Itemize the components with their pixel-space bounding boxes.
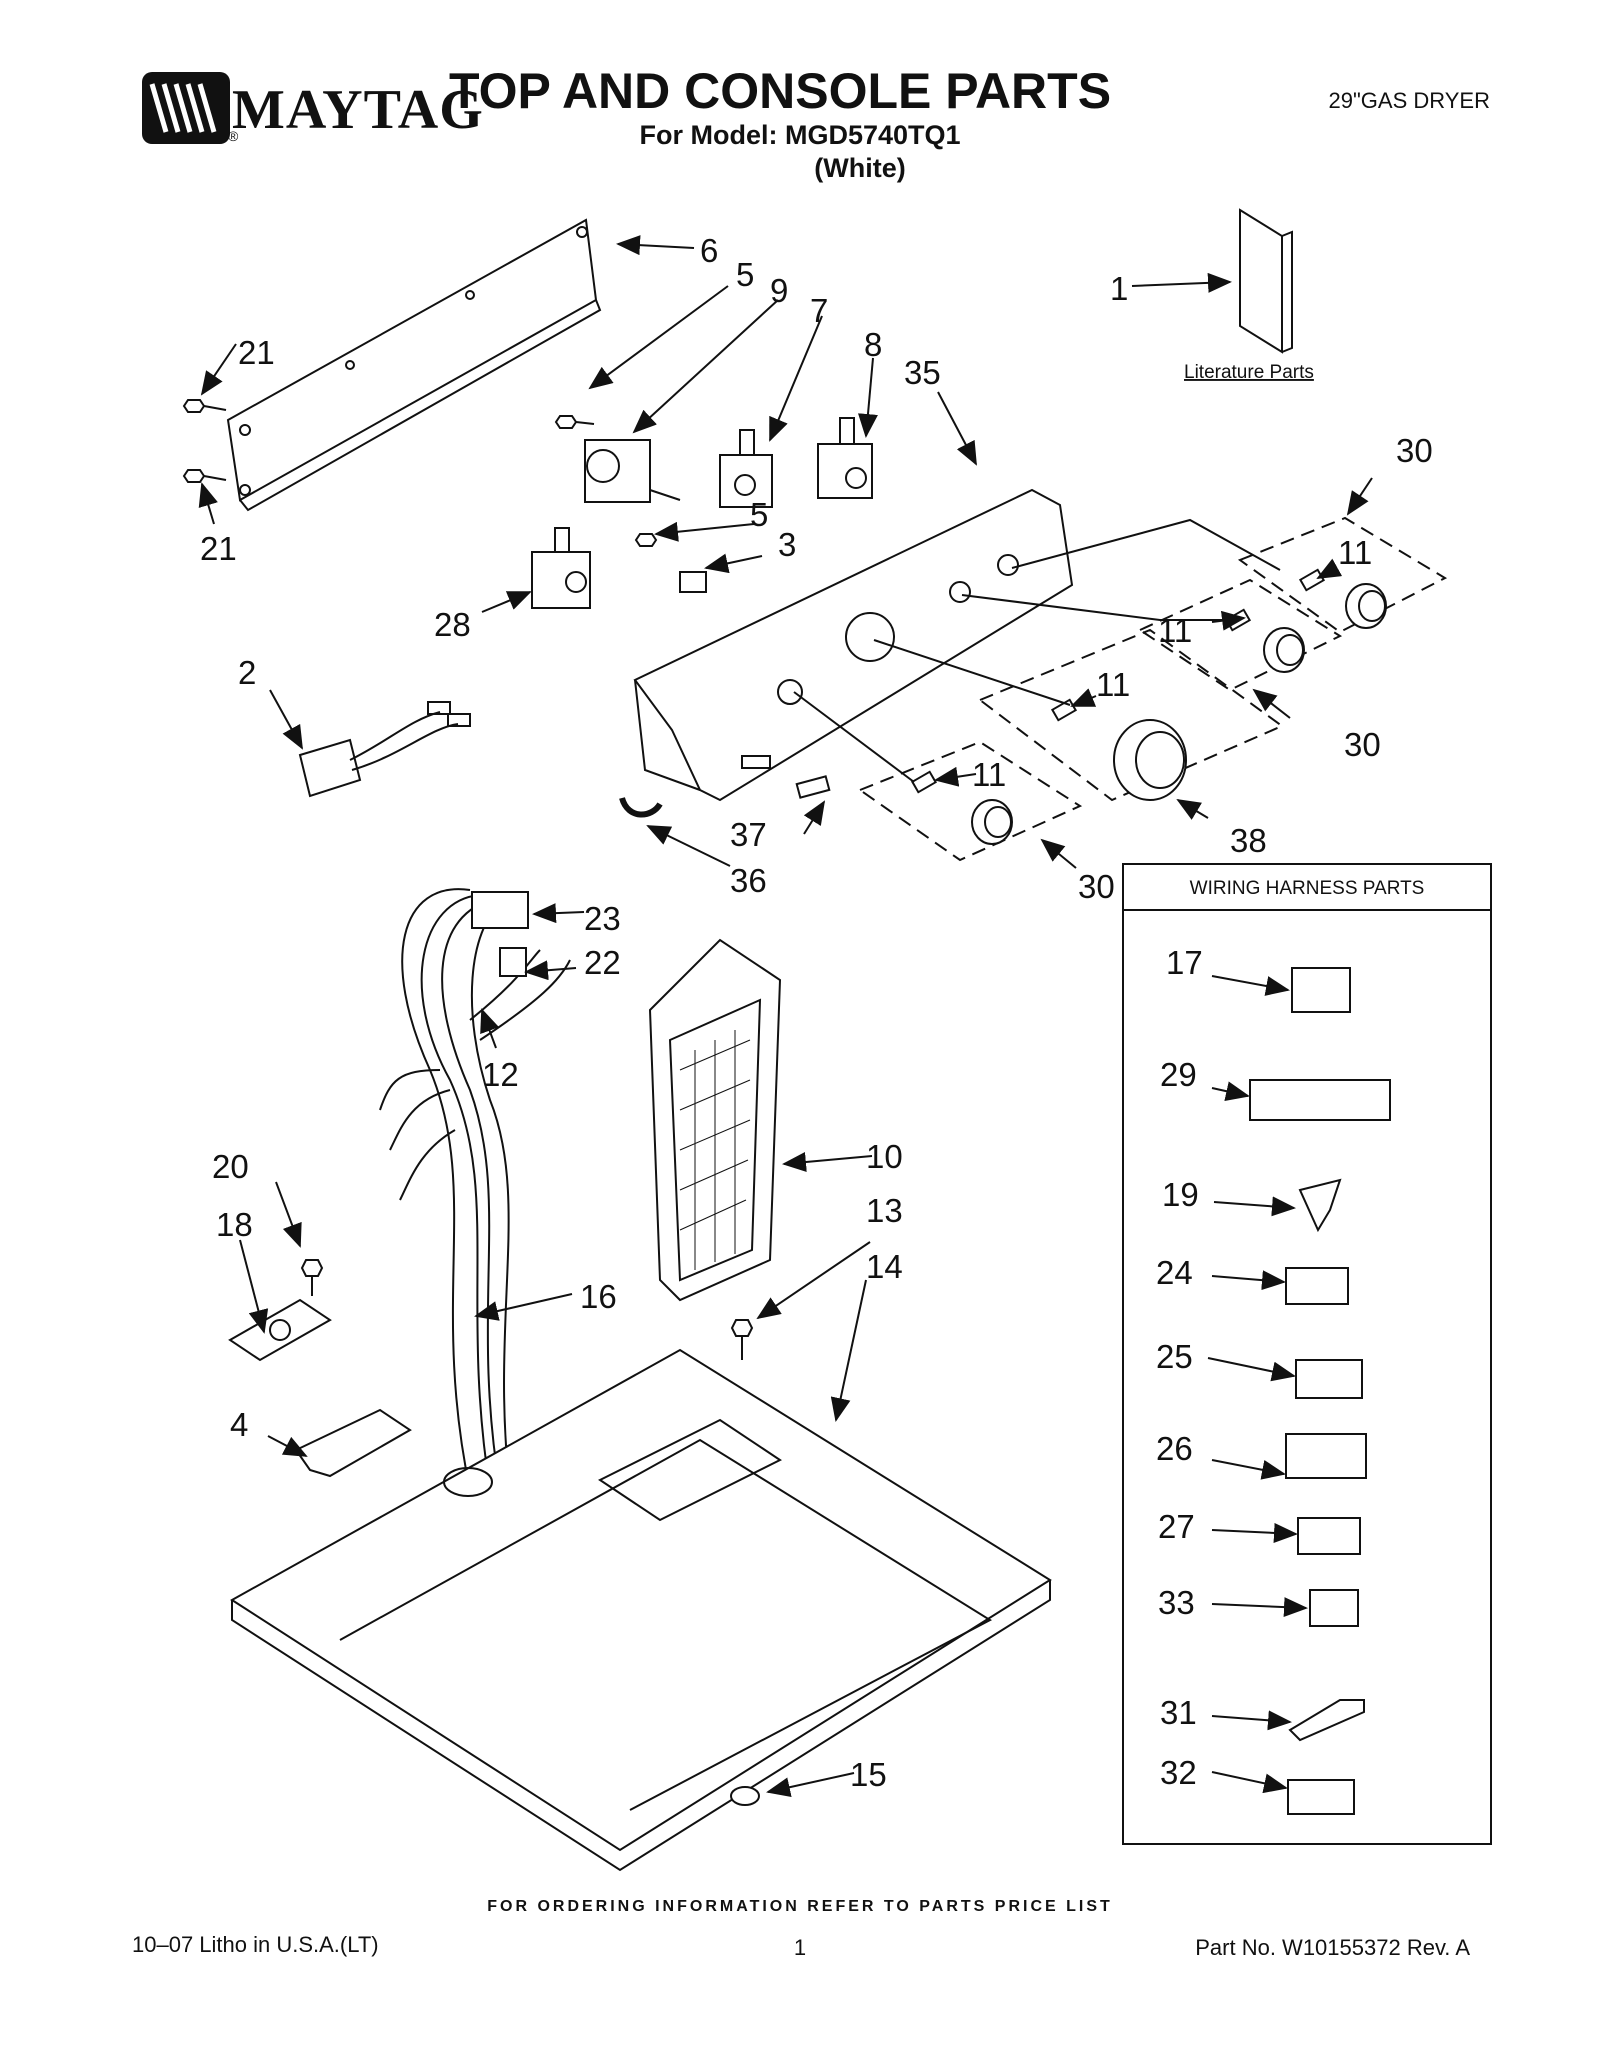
callout-6: 6 bbox=[700, 232, 718, 269]
callout-38: 38 bbox=[1230, 822, 1267, 859]
timer-part bbox=[584, 439, 681, 503]
harness-part-25-shape bbox=[1295, 1359, 1363, 1399]
foot-15 bbox=[730, 1786, 760, 1806]
callout-14: 14 bbox=[866, 1248, 903, 1285]
knob-middle bbox=[1263, 627, 1305, 673]
color-variant: (White) bbox=[814, 153, 906, 183]
part-36-clip bbox=[619, 796, 663, 818]
leader-arrows bbox=[198, 235, 1373, 1798]
lint-filter bbox=[648, 938, 782, 1302]
callout-3: 3 bbox=[778, 526, 796, 563]
harness-callout-32: 32 bbox=[1160, 1754, 1197, 1791]
callout-11-d: 11 bbox=[972, 756, 1006, 793]
knob-lower bbox=[971, 799, 1013, 845]
harness-box-title: WIRING HARNESS PARTS bbox=[1190, 878, 1425, 899]
harness-callout-33: 33 bbox=[1158, 1584, 1195, 1621]
harness-callout-26: 26 bbox=[1156, 1430, 1193, 1467]
callout-15: 15 bbox=[850, 1756, 887, 1793]
callout-8: 8 bbox=[864, 326, 882, 363]
harness-callout-17: 17 bbox=[1166, 944, 1203, 981]
screw-21-lower bbox=[182, 469, 227, 483]
callout-9: 9 bbox=[770, 272, 788, 309]
harness-part-33-shape bbox=[1309, 1589, 1359, 1627]
screw-5-upper bbox=[554, 415, 595, 429]
callout-30-lower: 30 bbox=[1078, 868, 1115, 905]
callout-30-right: 30 bbox=[1344, 726, 1381, 763]
literature-booklet bbox=[1239, 208, 1293, 354]
harness-callout-24: 24 bbox=[1156, 1254, 1193, 1291]
callout-21-lower: 21 bbox=[200, 530, 237, 567]
harness-callout-25: 25 bbox=[1156, 1338, 1193, 1375]
callout-35: 35 bbox=[904, 354, 941, 391]
callout-13: 13 bbox=[866, 1192, 903, 1229]
wiring-harness-box bbox=[1122, 863, 1492, 1845]
callout-2: 2 bbox=[238, 654, 256, 691]
callout-1: 1 bbox=[1110, 270, 1128, 307]
product-type: 29"GAS DRYER bbox=[1328, 88, 1490, 113]
callout-37: 37 bbox=[730, 816, 767, 853]
switch-8 bbox=[817, 417, 873, 499]
knob-set-outlines bbox=[857, 516, 1448, 862]
part-3-clip bbox=[679, 571, 707, 593]
callout-11-c: 11 bbox=[1096, 666, 1130, 703]
wiring-harness bbox=[379, 888, 571, 1491]
part-number: Part No. W10155372 Rev. A bbox=[1195, 1935, 1470, 1960]
part-37-label bbox=[795, 775, 831, 799]
switch-28 bbox=[531, 527, 591, 609]
page-number: 1 bbox=[793, 1935, 807, 1960]
harness-part-26-shape bbox=[1285, 1433, 1367, 1479]
screw-5-lower bbox=[634, 533, 658, 547]
registered-mark: ® bbox=[228, 128, 239, 144]
callout-20: 20 bbox=[212, 1148, 249, 1185]
callout-7: 7 bbox=[810, 292, 828, 329]
harness-part-32-shape bbox=[1287, 1779, 1355, 1815]
callout-10: 10 bbox=[866, 1138, 903, 1175]
harness-part-17-shape bbox=[1291, 967, 1351, 1013]
harness-callout-29: 29 bbox=[1160, 1056, 1197, 1093]
callout-18: 18 bbox=[216, 1206, 253, 1243]
knob-upper bbox=[1345, 583, 1387, 629]
callout-23: 23 bbox=[584, 900, 621, 937]
screw-21-upper bbox=[182, 399, 227, 413]
callout-12: 12 bbox=[482, 1056, 519, 1093]
bracket-4 bbox=[294, 1408, 412, 1478]
page-title: TOP AND CONSOLE PARTS bbox=[448, 63, 1112, 119]
callout-11-b: 11 bbox=[1158, 612, 1192, 649]
callout-16: 16 bbox=[580, 1278, 617, 1315]
callout-30-upper: 30 bbox=[1396, 432, 1433, 469]
switch-7 bbox=[719, 429, 773, 508]
callout-36: 36 bbox=[730, 862, 767, 899]
callout-22: 22 bbox=[584, 944, 621, 981]
callout-4: 4 bbox=[230, 1406, 248, 1443]
maytag-logo-icon bbox=[142, 72, 230, 144]
harness-part-24-shape bbox=[1285, 1267, 1349, 1305]
terminal-block-2 bbox=[298, 701, 471, 798]
harness-callout-19: 19 bbox=[1162, 1176, 1199, 1213]
harness-part-19-shape bbox=[1298, 1178, 1342, 1233]
litho-note: 10–07 Litho in U.S.A.(LT) bbox=[132, 1932, 379, 1957]
screw-20 bbox=[300, 1259, 324, 1296]
model-line: For Model: MGD5740TQ1 bbox=[639, 120, 961, 150]
harness-part-29-shape bbox=[1249, 1079, 1391, 1121]
callout-5-upper: 5 bbox=[736, 256, 754, 293]
screw-13 bbox=[730, 1319, 754, 1360]
knob-38-large bbox=[1113, 719, 1187, 801]
ordering-note: FOR ORDERING INFORMATION REFER TO PARTS … bbox=[487, 1898, 1113, 1915]
callout-21-upper: 21 bbox=[238, 334, 275, 371]
brand-name: MAYTAG bbox=[232, 79, 484, 141]
callout-28: 28 bbox=[434, 606, 471, 643]
dryer-top bbox=[230, 1348, 1052, 1872]
callout-5-lower: 5 bbox=[750, 496, 768, 533]
literature-parts-label: Literature Parts bbox=[1184, 362, 1314, 383]
console-panel bbox=[633, 488, 1074, 802]
callout-11-a: 11 bbox=[1338, 534, 1372, 571]
harness-part-31-shape bbox=[1288, 1699, 1365, 1742]
harness-part-27-shape bbox=[1297, 1517, 1361, 1555]
harness-callout-31: 31 bbox=[1160, 1694, 1197, 1731]
bracket-18 bbox=[228, 1298, 332, 1362]
console-bracket bbox=[226, 218, 602, 512]
harness-callout-27: 27 bbox=[1158, 1508, 1195, 1545]
